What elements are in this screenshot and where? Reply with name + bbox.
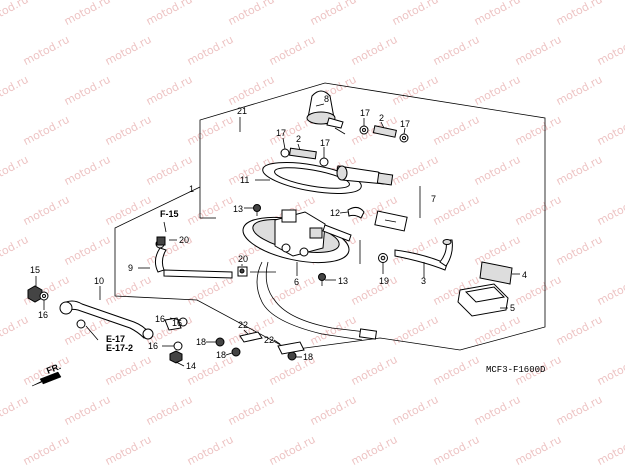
clip-20-mid (237, 266, 248, 277)
label-16-b: 16 (155, 314, 165, 324)
label-21: 21 (237, 106, 247, 116)
bolt-14 (169, 350, 183, 364)
label-20-b: 20 (238, 254, 248, 264)
assembly-outline (114, 82, 546, 351)
label-10: 10 (94, 276, 104, 286)
stay-22-right (277, 341, 305, 355)
label-12: 12 (330, 208, 340, 218)
label-17-c: 17 (276, 128, 286, 138)
label-5: 5 (510, 303, 515, 313)
clamp-19 (378, 253, 388, 263)
fuel-pump-part (336, 165, 408, 232)
label-9: 9 (128, 263, 133, 273)
wire-harness-1 (256, 261, 363, 341)
nut-18-left (215, 337, 225, 347)
wire-harness-2 (265, 261, 367, 333)
fuel-hose-9 (154, 239, 233, 279)
fuel-tube-2-left (289, 147, 317, 160)
label-16-c: 16 (148, 341, 158, 351)
label-17-d: 17 (320, 138, 330, 148)
nut-18-right (287, 351, 297, 361)
label-7: 7 (431, 194, 436, 204)
ref-e17: E-17 (106, 334, 125, 344)
ref-e17-2: E-17-2 (106, 343, 133, 353)
label-16-a: 16 (38, 310, 48, 320)
washer-16-hose (76, 319, 86, 329)
label-19: 19 (379, 276, 389, 286)
label-22-a: 22 (238, 320, 248, 330)
label-13-b: 13 (338, 276, 348, 286)
front-direction-arrow (31, 371, 62, 387)
label-18-b: 18 (216, 350, 226, 360)
label-20-a: 20 (179, 235, 189, 245)
wire-connector (358, 328, 378, 340)
leader-lines (35, 103, 520, 367)
ref-f15: F-15 (160, 209, 179, 219)
label-1: 1 (189, 184, 194, 194)
washer-16-lower (173, 341, 183, 351)
label-18-c: 18 (303, 352, 313, 362)
cover-5 (457, 283, 509, 317)
label-2-a: 2 (379, 113, 384, 123)
nut-18-mid (231, 347, 241, 357)
clamp-17-right (399, 133, 409, 143)
pump-base-plate (242, 209, 352, 264)
clip-12 (347, 206, 365, 219)
fuel-hose-3 (394, 239, 453, 271)
diagram-code: MCF3-F1600D (486, 365, 545, 375)
fuel-tube-2-top (372, 125, 397, 138)
bolt-13-bottom (318, 273, 326, 286)
fuel-filter-part (306, 90, 346, 135)
fuel-hose-10 (59, 300, 154, 340)
label-3: 3 (421, 276, 426, 286)
washer-16-left (39, 291, 49, 301)
label-2-b: 2 (296, 134, 301, 144)
label-11: 11 (240, 175, 249, 185)
label-17-a: 17 (360, 108, 370, 118)
part-labels: 21 8 17 2 17 17 2 17 11 1 7 13 12 F-15 2… (30, 94, 545, 376)
clamp-17-mid (280, 148, 329, 167)
gasket-ring (262, 162, 362, 194)
label-16-d: 16 (172, 318, 182, 328)
clip-20-left (156, 236, 166, 246)
direction-label: FR. (45, 361, 62, 376)
bolt-13-top (253, 204, 261, 216)
label-4: 4 (522, 270, 527, 280)
stay-22-left (239, 331, 263, 343)
label-15: 15 (30, 265, 40, 275)
label-13-a: 13 (233, 204, 243, 214)
cover-pad-4 (479, 261, 513, 285)
bolt-15 (27, 285, 43, 303)
label-18-a: 18 (196, 337, 206, 347)
clamp-17-left (359, 125, 369, 135)
label-8: 8 (324, 94, 329, 104)
label-6: 6 (294, 277, 299, 287)
label-22-b: 22 (264, 335, 274, 345)
label-14: 14 (186, 361, 196, 371)
label-17-b: 17 (400, 119, 410, 129)
